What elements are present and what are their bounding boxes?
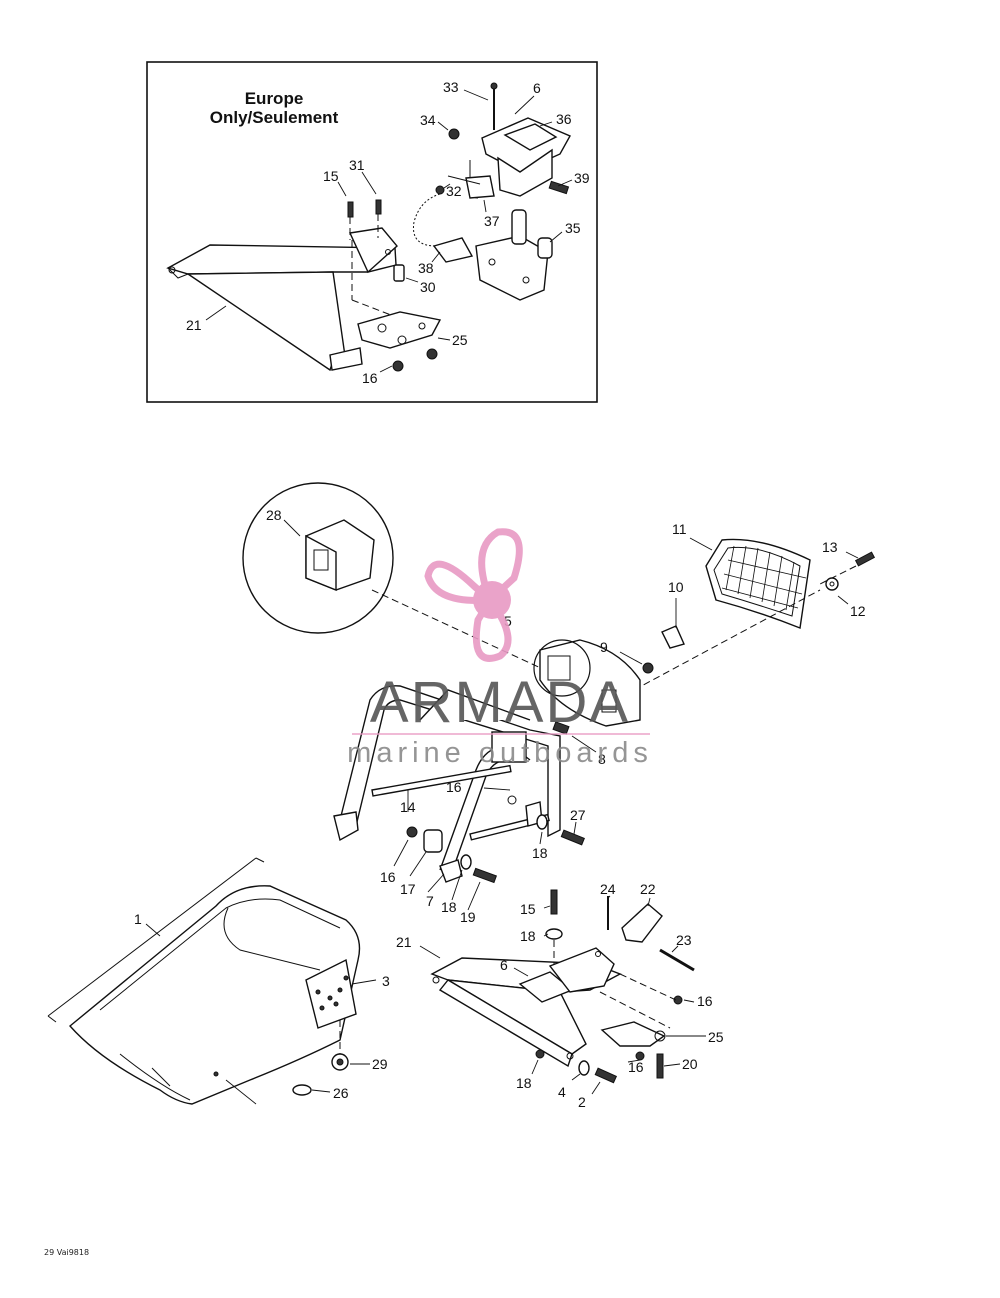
- callout-31: 31: [349, 157, 365, 173]
- inset-base-plate-35: [475, 209, 553, 301]
- callout-18-rack: 18: [532, 845, 548, 861]
- callout-38: 38: [418, 260, 434, 276]
- callout-12: 12: [850, 603, 866, 619]
- callout-16-lower: 16: [628, 1059, 644, 1075]
- callout-25: 25: [452, 332, 468, 348]
- callout-25-plate: 25: [708, 1029, 724, 1045]
- callout-24: 24: [600, 881, 616, 897]
- callout-21-bracket: 21: [396, 934, 412, 950]
- callout-23: 23: [676, 932, 692, 948]
- callout-26: 2: [578, 1094, 586, 1110]
- callout-30: 30: [420, 279, 436, 295]
- callout-15: 15: [323, 168, 339, 184]
- inset-key-lanyard: [412, 175, 495, 263]
- callout-1: 1: [134, 911, 142, 927]
- callout-37: 37: [484, 213, 500, 229]
- callout-39: 39: [574, 170, 590, 186]
- callout-36: 36: [556, 111, 572, 127]
- taillight-assembly: [533, 537, 876, 753]
- watermark-tagline: marine outboards: [347, 737, 653, 769]
- armada-watermark: ARMADA marine outboards: [347, 528, 653, 769]
- europe-inset: Europe Only/Seulement: [146, 61, 598, 403]
- inset-plate-25: [357, 311, 442, 372]
- callout-11: 11: [672, 521, 687, 537]
- callout-13: 13: [822, 539, 838, 555]
- inset-callouts: 33 6 34 36 31 15 32 39 37 35 38 30 21 25…: [186, 79, 590, 386]
- callout-16-nut: 16: [380, 869, 396, 885]
- rack-frame: [333, 685, 570, 883]
- inset-leader-lines: [205, 89, 573, 373]
- propeller-logo-icon: [424, 528, 523, 662]
- callout-18-lower: 4: [558, 1084, 566, 1100]
- callout-18-washer: 18: [441, 899, 457, 915]
- callout-34: 34: [420, 112, 436, 128]
- callout-3: 3: [382, 973, 390, 989]
- callout-4: 26: [333, 1085, 349, 1101]
- callout-16-rack: 16: [446, 779, 462, 795]
- main-callouts-lower: 1 24 22 15 18 23 21 3 6 16 25 29 16 20 1…: [134, 881, 724, 1110]
- watermark-brand: ARMADA: [370, 670, 630, 735]
- callout-33: 33: [443, 79, 459, 95]
- callout-16: 16: [362, 370, 378, 386]
- callout-15-bolt: 15: [520, 901, 536, 917]
- callout-32: 32: [446, 183, 462, 199]
- callout-17: 17: [400, 881, 416, 897]
- inset-bracket-21: [166, 227, 398, 372]
- callout-28: 28: [266, 507, 282, 523]
- callout-21: 21: [186, 317, 202, 333]
- callout-14: 14: [400, 799, 416, 815]
- callout-18-upper: 18: [520, 928, 536, 944]
- callout-35: 35: [565, 220, 581, 236]
- inset-frame: [146, 61, 598, 403]
- seat-cushion: [47, 857, 377, 1105]
- callout-5: 5: [504, 613, 512, 629]
- callout-7: 7: [426, 893, 434, 909]
- callout-19: 19: [460, 909, 476, 925]
- center-hardware: [393, 787, 585, 911]
- inset-switch-housing: [448, 82, 571, 199]
- callout-9: 9: [600, 639, 608, 655]
- callout-16-right: 16: [697, 993, 713, 1009]
- callout-16-left: 18: [516, 1075, 532, 1091]
- lower-bracket-assembly: [419, 889, 706, 1095]
- callout-10: 10: [668, 579, 684, 595]
- main-callouts-upper: 11 13 10 12 5 9 8 14 16 27 18 16 17 7 18…: [380, 521, 866, 925]
- inset-title-line1: Europe: [245, 89, 304, 108]
- callout-22: 22: [640, 881, 656, 897]
- callout-6-decal: 6: [500, 957, 508, 973]
- callout-29: 29: [372, 1056, 388, 1072]
- callout-6: 6: [533, 80, 541, 96]
- inset-title-line2: Only/Seulement: [210, 108, 339, 127]
- callout-8: 8: [598, 751, 606, 767]
- detail-circle-28: 28: [242, 482, 546, 671]
- callout-27: 27: [570, 807, 586, 823]
- figure-code: 29 Vai9818: [44, 1248, 89, 1257]
- callout-20: 20: [682, 1056, 698, 1072]
- inset-bolts: [347, 199, 431, 331]
